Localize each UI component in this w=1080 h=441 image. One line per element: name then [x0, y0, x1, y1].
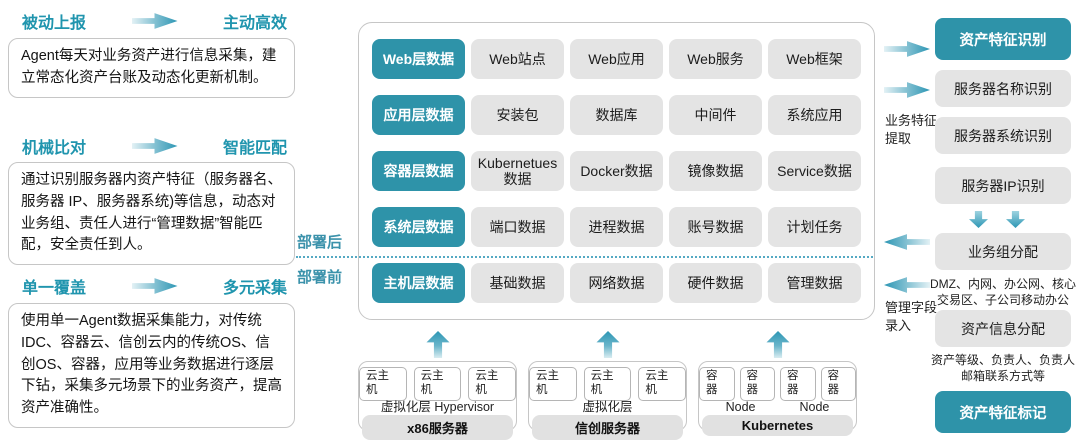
container-chips: 容器 容器 容器 容器 — [699, 367, 856, 401]
transition-to-label: 智能匹配 — [222, 140, 287, 157]
layer-item: 端口数据 — [471, 207, 564, 247]
deploy-divider-line — [296, 256, 873, 258]
layer-label: 系统层数据 — [372, 207, 465, 247]
layer-item: 中间件 — [669, 95, 762, 135]
layer-item: 数据库 — [570, 95, 663, 135]
layer-item: Service数据 — [768, 151, 861, 191]
cloud-host-chips: 云主机 云主机 云主机 — [529, 367, 687, 401]
layer-item: Web框架 — [768, 39, 861, 79]
up-arrow-icon — [766, 331, 790, 358]
layer-row-app: 应用层数据 安装包 数据库 中间件 系统应用 — [372, 95, 861, 135]
node-label: Node — [799, 399, 830, 414]
transition-from-label: 机械比对 — [22, 140, 87, 157]
down-arrow-icon — [969, 211, 988, 228]
transition-header-1: 被动上报 主动高效 — [8, 10, 295, 32]
server-base-label: Kubernetes — [702, 415, 853, 437]
flow-node-asset-info-assign: 资产信息分配 — [935, 310, 1071, 347]
layer-row-host: 主机层数据 基础数据 网络数据 硬件数据 管理数据 — [372, 263, 861, 303]
layer-row-system: 系统层数据 端口数据 进程数据 账号数据 计划任务 — [372, 207, 861, 247]
transition-from-label: 被动上报 — [22, 15, 87, 32]
container-chip: 容器 — [699, 367, 735, 401]
deploy-after-label: 部署后 — [297, 234, 343, 251]
right-arrow-icon — [884, 41, 930, 57]
infra-kubernetes: 容器 容器 容器 容器 Node Node Kubernetes — [698, 361, 857, 437]
layer-item: Web应用 — [570, 39, 663, 79]
cloud-host-chips: 云主机 云主机 云主机 — [359, 367, 517, 401]
up-arrow-icon — [426, 331, 450, 358]
right-arrow-icon — [131, 138, 178, 154]
layer-item: 安装包 — [471, 95, 564, 135]
feature-extract-label: 业务特征提取 — [885, 113, 938, 146]
layer-row-web: Web层数据 Web站点 Web应用 Web服务 Web框架 — [372, 39, 861, 79]
cloud-host-chip: 云主机 — [638, 367, 687, 401]
layer-item: 账号数据 — [669, 207, 762, 247]
field-entry-label: 管理字段录入 — [885, 300, 938, 333]
flow-node-asset-feature-mark: 资产特征标记 — [935, 391, 1071, 433]
layer-item: 进程数据 — [570, 207, 663, 247]
container-chip: 容器 — [780, 367, 816, 401]
up-arrow-icon — [596, 331, 620, 358]
container-chip: 容器 — [739, 367, 775, 401]
layer-item: 网络数据 — [570, 263, 663, 303]
layer-item: Web服务 — [669, 39, 762, 79]
cloud-host-chip: 云主机 — [359, 367, 407, 401]
layer-item: Kubernetues数据 — [471, 151, 564, 191]
left-arrow-icon — [884, 234, 930, 250]
right-arrow-icon — [884, 82, 930, 98]
cloud-host-chip: 云主机 — [583, 367, 632, 401]
layer-item: 基础数据 — [471, 263, 564, 303]
description-box-1: Agent每天对业务资产进行信息采集，建立常态化资产台账及动态化更新机制。 — [8, 38, 295, 98]
layer-label: 应用层数据 — [372, 95, 465, 135]
virtualization-layer-label: 虚拟化层 Hypervisor — [380, 399, 495, 414]
description-box-3: 使用单一Agent数据采集能力，对传统IDC、容器云、信创云内的传统OS、信创O… — [8, 303, 295, 428]
flow-node-server-system-identify: 服务器系统识别 — [935, 117, 1071, 154]
transition-from-label: 单一覆盖 — [22, 280, 87, 297]
layer-row-container: 容器层数据 Kubernetues数据 Docker数据 镜像数据 Servic… — [372, 151, 861, 191]
asset-info-caption: 资产等级、负责人、负责人邮箱联系方式等 — [930, 353, 1075, 384]
virtualization-layer-label: 虚拟化层 — [582, 399, 633, 414]
flow-node-business-group-assign: 业务组分配 — [935, 233, 1071, 270]
right-arrow-icon — [131, 278, 178, 294]
layer-item: Web站点 — [471, 39, 564, 79]
container-chip: 容器 — [820, 367, 856, 401]
down-arrow-icon — [1006, 211, 1025, 228]
layer-item: 管理数据 — [768, 263, 861, 303]
transition-to-label: 多元采集 — [222, 280, 287, 297]
flow-node-server-name-identify: 服务器名称识别 — [935, 70, 1071, 107]
layer-item: 镜像数据 — [669, 151, 762, 191]
flow-node-asset-feature-identify: 资产特征识别 — [935, 18, 1071, 60]
layer-data-container: Web层数据 Web站点 Web应用 Web服务 Web框架 应用层数据 安装包… — [358, 22, 875, 320]
business-group-caption: DMZ、内网、办公网、核心交易区、子公司移动办公 — [930, 277, 1076, 308]
cloud-host-chip: 云主机 — [529, 367, 577, 401]
infra-x86-server: 云主机 云主机 云主机 虚拟化层 Hypervisor x86服务器 — [358, 361, 517, 441]
right-arrow-icon — [131, 13, 178, 29]
description-box-2: 通过识别服务器内资产特征（服务器名、服务器 IP、服务器系统)等信息，动态对业务… — [8, 162, 295, 265]
layer-label: 容器层数据 — [372, 151, 465, 191]
left-arrow-icon — [884, 277, 930, 293]
layer-item: 系统应用 — [768, 95, 861, 135]
node-label: Node — [725, 399, 756, 414]
cloud-host-chip: 云主机 — [468, 367, 517, 401]
cloud-host-chip: 云主机 — [413, 367, 462, 401]
layer-item: Docker数据 — [570, 151, 663, 191]
flow-node-server-ip-identify: 服务器IP识别 — [935, 167, 1071, 204]
layer-item: 硬件数据 — [669, 263, 762, 303]
transition-header-3: 单一覆盖 多元采集 — [8, 275, 295, 297]
layer-label: Web层数据 — [372, 39, 465, 79]
deploy-before-label: 部署前 — [297, 269, 343, 286]
server-base-label: 信创服务器 — [532, 415, 683, 441]
transition-to-label: 主动高效 — [222, 15, 287, 32]
layer-label: 主机层数据 — [372, 263, 465, 303]
layer-item: 计划任务 — [768, 207, 861, 247]
node-labels: Node Node — [699, 401, 856, 414]
server-base-label: x86服务器 — [362, 415, 513, 441]
transition-header-2: 机械比对 智能匹配 — [8, 135, 295, 157]
infra-xinchuang-server: 云主机 云主机 云主机 虚拟化层 信创服务器 — [528, 361, 687, 441]
